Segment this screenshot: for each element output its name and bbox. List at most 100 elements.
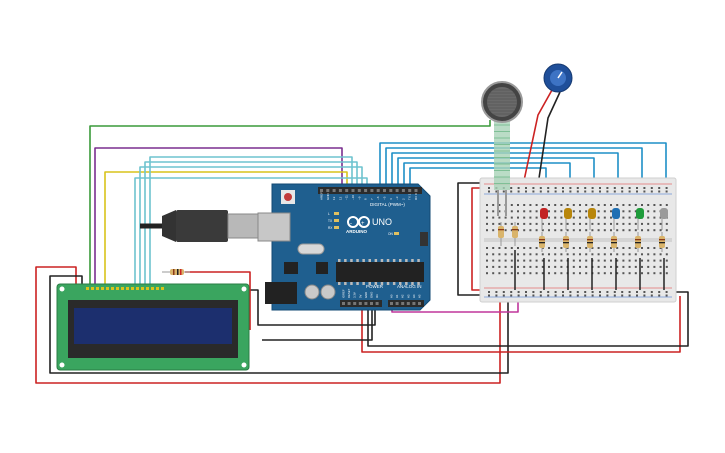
lcd-pin[interactable] [86, 287, 89, 290]
lcd-module[interactable] [56, 283, 250, 371]
resistor-lcd[interactable] [162, 269, 190, 275]
digital-pin[interactable] [357, 189, 361, 192]
analog-pin[interactable] [418, 302, 421, 305]
wire-cyan-1[interactable] [149, 156, 353, 286]
lcd-pin[interactable] [131, 287, 134, 290]
wire-black-loop[interactable] [49, 275, 509, 374]
digital-pin[interactable] [389, 189, 393, 192]
fsr-leg [497, 190, 499, 216]
arduino-uno-board[interactable]: - + UNO ARDUINO DIGITAL (PWM~) POWER ANA… [257, 183, 431, 311]
usb-cable[interactable] [140, 210, 269, 242]
analog-pin[interactable] [395, 302, 399, 305]
wire-blue-1[interactable] [379, 142, 667, 208]
digital-pin[interactable] [395, 189, 399, 192]
digital-pin-label: 8 [364, 198, 368, 200]
board-brand: ARDUINO [346, 229, 367, 234]
power-pin[interactable] [364, 302, 368, 305]
potentiometer[interactable] [543, 63, 573, 93]
lcd-pin[interactable] [91, 287, 94, 290]
lcd-pin[interactable] [151, 287, 154, 290]
led[interactable] [660, 208, 668, 219]
digital-pin[interactable] [364, 189, 368, 192]
usb-chip [316, 262, 328, 274]
wire-green[interactable] [89, 120, 491, 286]
digital-pin-label: 13 [332, 196, 336, 200]
force-sensor[interactable] [481, 81, 523, 216]
power-pin-label: 5V [358, 294, 362, 298]
digital-pin[interactable] [338, 189, 342, 192]
wire-red-power[interactable] [361, 296, 681, 353]
lcd-pin[interactable] [156, 287, 159, 290]
led[interactable] [564, 208, 572, 219]
lcd-pin[interactable] [126, 287, 129, 290]
analog-pin[interactable] [401, 302, 405, 305]
lcd-pin[interactable] [106, 287, 109, 290]
wire-red-resistor[interactable] [185, 271, 251, 330]
led[interactable] [612, 208, 620, 219]
digital-pin[interactable] [320, 189, 323, 192]
reset-button-cap[interactable] [284, 193, 292, 201]
digital-pin[interactable] [332, 189, 336, 192]
resistor[interactable] [512, 226, 518, 238]
wire-black-lcd-2[interactable] [262, 310, 373, 341]
lcd-pin[interactable] [136, 287, 139, 290]
svg-text:-: - [350, 221, 352, 227]
digital-pin-label: RX 0 [414, 193, 418, 200]
digital-pin[interactable] [401, 189, 405, 192]
digital-pin-label: ~5 [383, 196, 387, 200]
wire-red-pot[interactable] [521, 89, 553, 191]
power-pin[interactable] [353, 302, 357, 305]
power-pin-label: GND [370, 292, 374, 298]
led[interactable] [588, 208, 596, 219]
onboard-led-label: TX [328, 219, 333, 223]
wire-black-power[interactable] [367, 291, 689, 347]
lcd-pin[interactable] [146, 287, 149, 290]
power-pin[interactable] [370, 302, 373, 305]
chip-pins [338, 259, 420, 285]
analog-pin[interactable] [412, 302, 416, 305]
lcd-pin[interactable] [161, 287, 164, 290]
onboard-led [334, 212, 339, 215]
power-pin[interactable] [375, 302, 379, 305]
mount-hole [59, 286, 65, 292]
digital-pin[interactable] [370, 189, 374, 192]
digital-pin[interactable] [326, 189, 330, 192]
digital-pin-label: 7 [370, 198, 374, 200]
onboard-led [334, 226, 339, 229]
usb-plug [176, 210, 228, 242]
atmega-chip [336, 262, 424, 282]
led[interactable] [636, 208, 644, 219]
digital-pins-label: DIGITAL (PWM~) [370, 202, 405, 207]
power-pin[interactable] [347, 302, 351, 305]
lcd-pin[interactable] [96, 287, 99, 290]
digital-pin[interactable] [383, 189, 386, 192]
lcd-pin[interactable] [111, 287, 114, 290]
lcd-pin[interactable] [121, 287, 124, 290]
breadboard[interactable] [479, 177, 677, 303]
wire-black-pot[interactable] [537, 91, 561, 186]
power-pin-label: 3.3V [353, 292, 357, 298]
analog-pin-label: A4 [412, 294, 416, 298]
power-pin[interactable] [342, 302, 345, 305]
digital-pin[interactable] [414, 189, 418, 192]
power-pin[interactable] [358, 302, 362, 305]
wire-black-bb[interactable] [457, 182, 487, 296]
led[interactable] [540, 208, 548, 219]
analog-pin[interactable] [390, 302, 393, 305]
resistor[interactable] [498, 226, 504, 238]
lcd-pin[interactable] [116, 287, 119, 290]
dc-jack [265, 282, 297, 304]
analog-pin[interactable] [406, 302, 410, 305]
digital-pin[interactable] [351, 189, 355, 192]
digital-pin[interactable] [408, 189, 412, 192]
lcd-pin[interactable] [141, 287, 144, 290]
digital-pin[interactable] [345, 189, 349, 192]
fsr-leg [505, 190, 507, 216]
digital-pin-label: ~3 [395, 196, 399, 200]
digital-pin[interactable] [376, 189, 380, 192]
lcd-pin[interactable] [101, 287, 104, 290]
